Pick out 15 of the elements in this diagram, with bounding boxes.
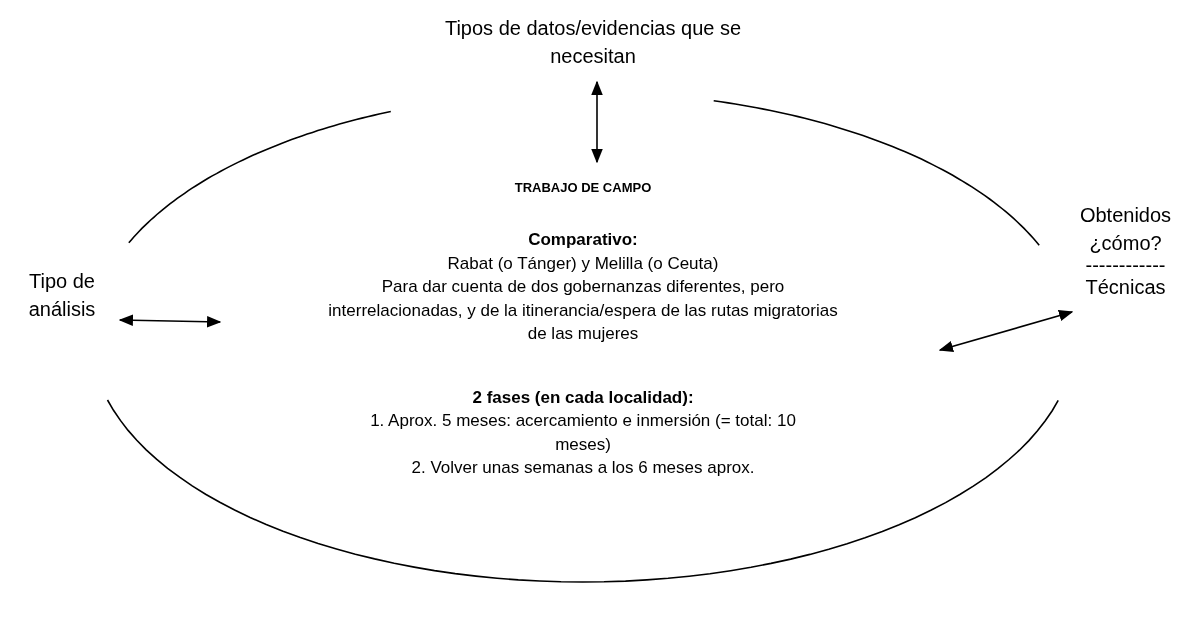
label-text: Tipo de análisis xyxy=(27,269,97,322)
diagram-heading: TRABAJO DE CAMPO xyxy=(514,179,652,197)
separator-text: ------------ xyxy=(1085,257,1166,273)
section-heading: Comparativo: xyxy=(528,229,638,251)
location-text: Rabat (o Tánger) y Melilla (o Ceuta) xyxy=(447,252,719,275)
double-arrow xyxy=(591,80,603,164)
double-arrow xyxy=(938,310,1074,352)
description-text: Para dar cuenta de dos gobernanzas diferentes, pero interrelacionadas, y de la itinerancia/espera de las rutas migratorias de las mujeres xyxy=(327,276,839,345)
label-text: Técnicas xyxy=(1085,275,1166,300)
section-heading: 2 fases (en cada localidad): xyxy=(472,386,694,409)
list-item: 2. Volver unas semanas a los 6 meses aprox. xyxy=(411,457,755,479)
label-text: Obtenidos ¿cómo? xyxy=(1078,203,1173,256)
double-arrow xyxy=(118,314,222,328)
label-text: Tipos de datos/evidencias que se necesitan xyxy=(443,16,743,69)
list-item: 1. Aprox. 5 meses: acercamiento e inmersión (= total: 10 meses) xyxy=(369,410,797,456)
